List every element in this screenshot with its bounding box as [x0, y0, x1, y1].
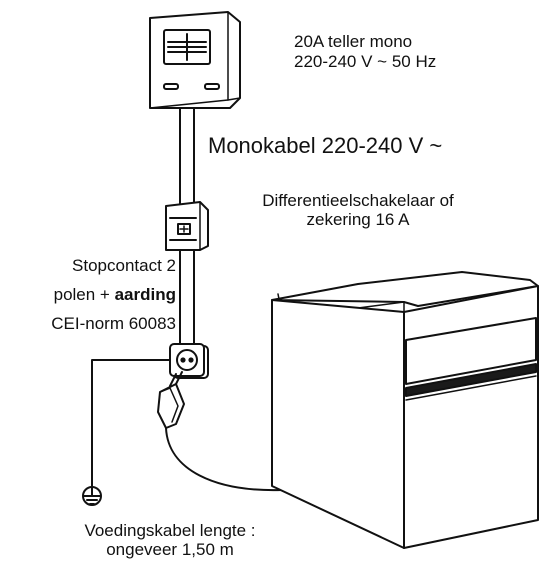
supply-cable	[165, 427, 283, 492]
wall-socket-icon	[169, 343, 209, 379]
built-in-oven-icon	[271, 271, 539, 549]
circuit-breaker-icon	[165, 201, 209, 251]
supply-cable-label-line1: Voedingskabel lengte :	[84, 521, 256, 540]
earth-wire	[91, 359, 171, 489]
plug-icon	[157, 371, 185, 429]
meter-label-line1: 20A teller mono	[294, 32, 413, 51]
breaker-label-line2: zekering 16 A	[306, 210, 410, 229]
mono-cable	[179, 107, 195, 207]
socket-label-line2-prefix: polen +	[53, 285, 115, 304]
electric-meter-icon	[149, 11, 241, 109]
supply-cable-label-line2: ongeveer 1,50 m	[106, 540, 234, 559]
socket-label-line3: CEI-norm 60083	[51, 314, 176, 333]
ground-symbol-icon	[82, 486, 102, 506]
socket-label-line2: polen + aarding	[0, 285, 176, 304]
socket-cable	[179, 249, 195, 347]
socket-label-line2-bold: aarding	[114, 285, 176, 304]
mono-cable-label: Monokabel 220-240 V ~	[208, 133, 443, 158]
meter-label-line2: 220-240 V ~ 50 Hz	[294, 52, 437, 71]
socket-label-line1: Stopcontact 2	[72, 256, 176, 275]
breaker-label-line1: Differentieelschakelaar of	[262, 191, 454, 210]
